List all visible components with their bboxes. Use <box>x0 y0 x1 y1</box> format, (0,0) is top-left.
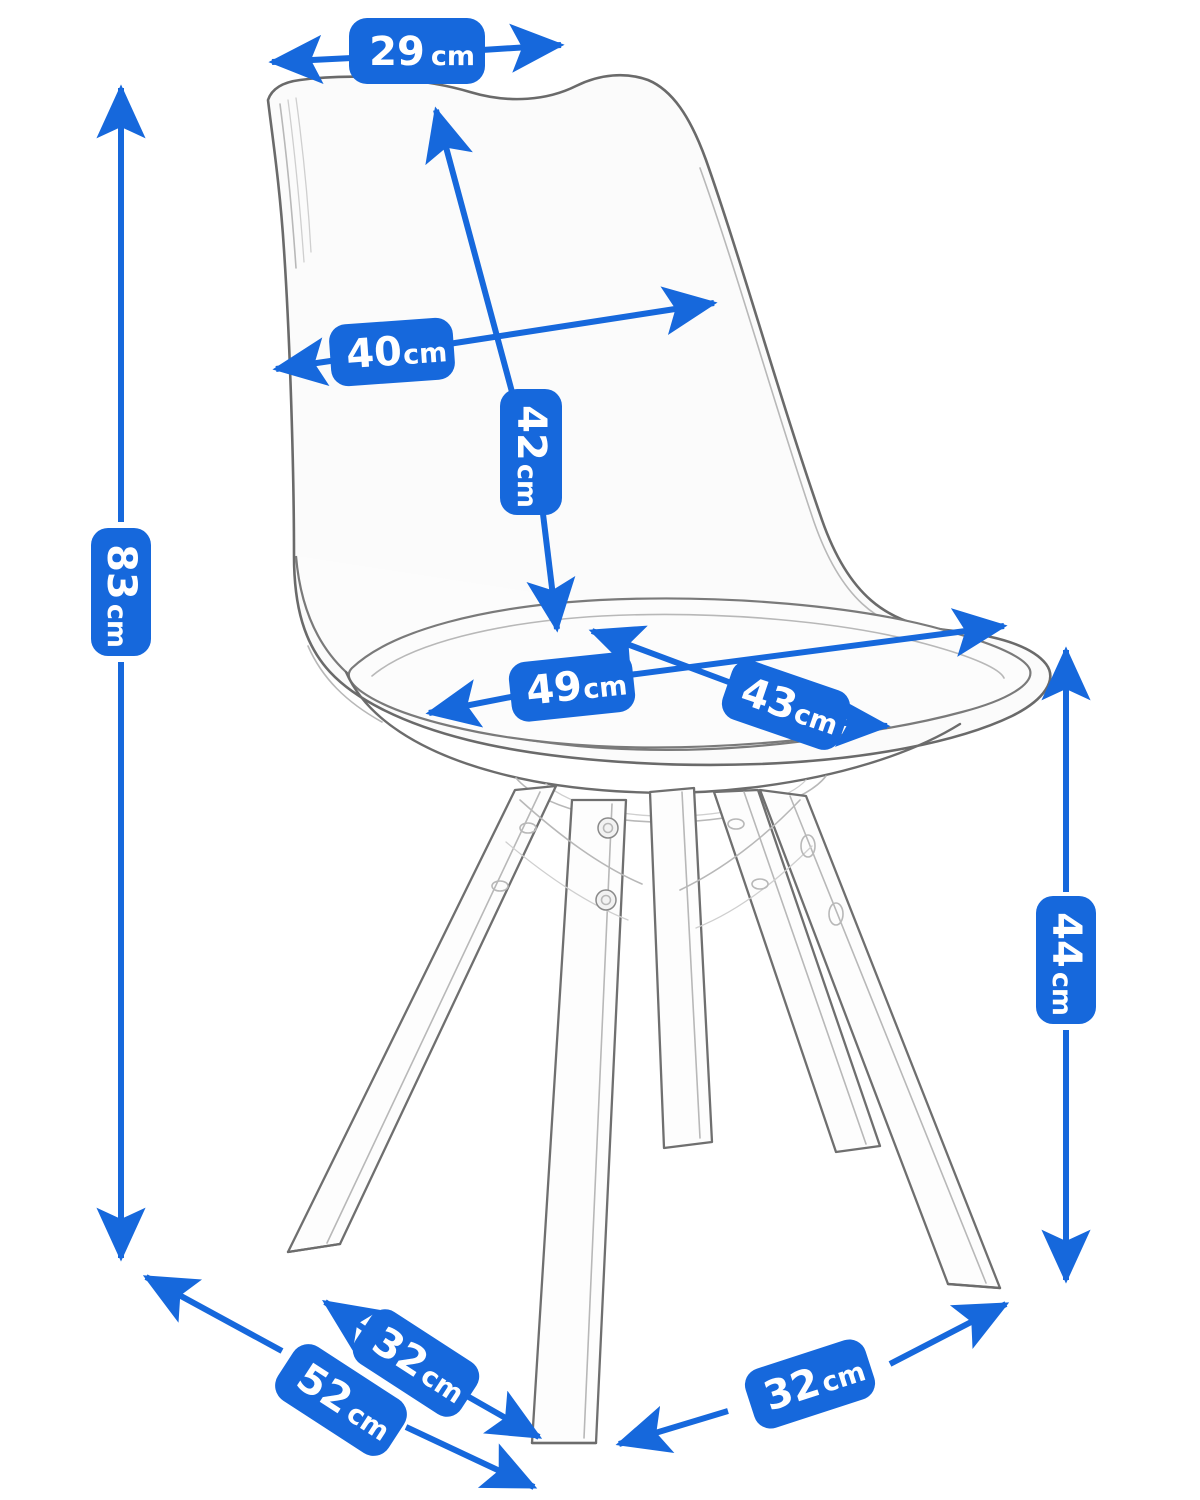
shell-left-edge-crease-3 <box>295 97 312 253</box>
leg-rear-center-highlight <box>681 791 701 1139</box>
dimension-label-29[interactable]: 29 cm <box>349 18 485 84</box>
dimension-label-44[interactable]: 44 cm <box>1036 896 1096 1024</box>
arrow-shell-width-right <box>441 286 718 348</box>
label-value-42: 42 <box>508 405 554 461</box>
dimension-arrows <box>96 23 1091 1490</box>
label-pill-42 <box>500 389 562 515</box>
label-unit-83: cm <box>101 604 132 648</box>
label-unit-29: cm <box>431 41 475 72</box>
label-value-40: 40 <box>345 328 404 378</box>
dimension-label-49[interactable]: 49 cm <box>507 651 637 724</box>
arrow-seat-depth-up <box>588 625 744 690</box>
label-pill-52 <box>275 1344 407 1456</box>
leg-front-right-highlight <box>743 791 867 1145</box>
leg-bracket-right-lower <box>751 878 769 890</box>
chair-leg-rear-left <box>286 784 558 1254</box>
label-unit-44: cm <box>1046 972 1077 1016</box>
dimension-label-52[interactable]: 52 cm <box>268 1337 414 1463</box>
dimension-label-32-right[interactable]: 32 cm <box>741 1335 880 1433</box>
leg-brace-right <box>679 799 801 891</box>
mounting-screw-top-inner <box>602 822 614 834</box>
leg-bracket-right-outer <box>800 834 816 858</box>
leg-brace-left-2 <box>505 841 629 921</box>
mounting-screw-bottom <box>595 889 617 911</box>
arrow-backrest-width-right <box>481 23 565 73</box>
shell-left-edge-crease <box>279 103 297 269</box>
dimension-label-43[interactable]: 43 cm <box>717 656 854 755</box>
shell-left-edge-crease-2 <box>287 99 305 263</box>
label-pill-32-right <box>744 1339 876 1429</box>
label-pill-40 <box>329 317 455 387</box>
arrow-overall-depth-up <box>142 1274 284 1354</box>
arrow-backrest-width-left <box>268 34 353 85</box>
leg-rear-right-foot <box>946 1282 1002 1290</box>
mounting-screw-top <box>597 817 619 839</box>
label-unit-49: cm <box>582 670 629 705</box>
leg-bracket-right-outer-2 <box>828 902 844 926</box>
leg-brace-right-2 <box>695 845 813 929</box>
label-pill-43 <box>721 660 851 750</box>
label-value-83: 83 <box>98 544 144 600</box>
label-pill-83 <box>91 528 151 656</box>
dimension-label-83[interactable]: 83 cm <box>91 528 151 656</box>
leg-brace-left <box>519 799 643 885</box>
leg-rear-left-highlight <box>326 791 541 1244</box>
mounting-screw-bottom-inner <box>600 894 612 906</box>
dimension-label-42[interactable]: 42 cm <box>500 389 562 515</box>
leg-bracket-left-upper <box>519 822 537 834</box>
seat-underside-rim <box>344 670 962 794</box>
label-unit-42: cm <box>511 464 542 508</box>
label-value-44: 44 <box>1043 912 1089 968</box>
leg-rear-left-foot <box>286 1242 342 1254</box>
arrow-leg-span-left-down <box>458 1389 543 1440</box>
arrow-backrest-height-up <box>425 106 515 393</box>
arrow-overall-depth-down <box>404 1424 538 1490</box>
label-pill-29 <box>349 18 485 84</box>
arrow-backrest-height-down <box>526 513 576 633</box>
label-unit-40: cm <box>402 337 448 371</box>
leg-rear-right-highlight <box>789 795 987 1284</box>
label-pill-32-left <box>352 1309 480 1417</box>
label-value-29: 29 <box>369 29 425 75</box>
chair-leg-rear-center <box>648 786 714 1150</box>
arrow-leg-span-right-right <box>888 1301 1010 1367</box>
label-pill-49 <box>508 652 636 722</box>
label-pill-44 <box>1036 896 1096 1024</box>
arrow-leg-span-right-left <box>615 1405 729 1453</box>
leg-bracket-left-lower <box>491 880 509 892</box>
arrow-seat-width-left <box>425 679 517 728</box>
chair-illustration <box>266 73 1052 1445</box>
dimension-label-40[interactable]: 40 cm <box>328 317 456 387</box>
dimension-labels: 29 cm 40 cm 42 cm 83 cm <box>91 18 1096 1463</box>
label-value-49: 49 <box>524 663 584 715</box>
seat-left-fold <box>307 645 383 723</box>
leg-bracket-right-upper <box>727 818 745 830</box>
chair-leg-rear-right <box>758 788 1002 1290</box>
